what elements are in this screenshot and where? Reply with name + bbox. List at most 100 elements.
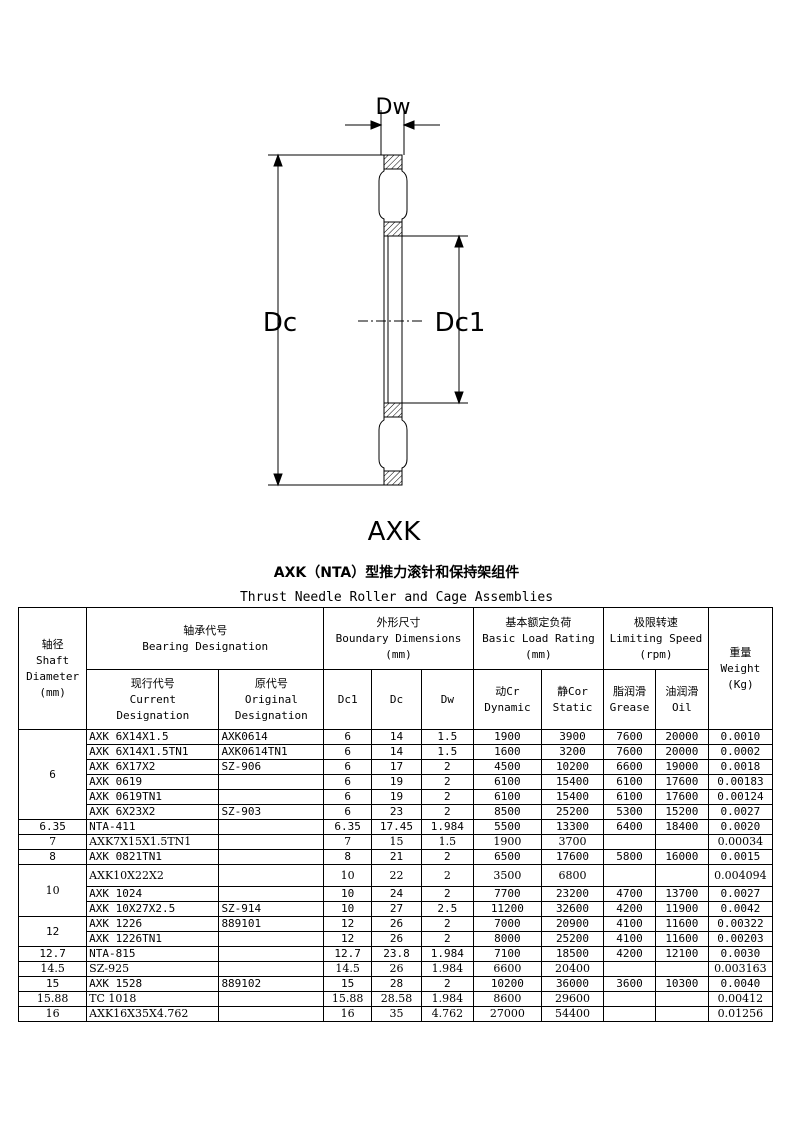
current-designation-cell: AXK 6X14X1.5 <box>86 729 220 745</box>
weight-cell: 0.0027 <box>707 886 774 902</box>
dc-cell: 23 <box>371 804 422 820</box>
dc-cell: 22 <box>371 864 422 887</box>
dw-cell: 1.984 <box>420 991 474 1007</box>
grease-speed-cell: 4200 <box>603 946 656 962</box>
weight-cell: 0.0015 <box>707 849 774 865</box>
oil-speed-cell <box>654 961 709 977</box>
static-load-cell: 32600 <box>540 901 605 917</box>
dc1-cell: 6 <box>323 744 373 760</box>
dc1-cell: 12 <box>323 916 373 932</box>
current-designation-cell: AXK 10X27X2.5 <box>86 901 220 917</box>
dw-cell: 1.5 <box>420 744 474 760</box>
dim-dc1-label: Dc1 <box>435 308 486 338</box>
dynamic-load-cell: 5500 <box>472 819 542 835</box>
shaft-diameter-cell: 14.5 <box>17 961 88 977</box>
current-designation-cell: AXK 1226TN1 <box>86 931 220 947</box>
dynamic-load-cell: 6600 <box>472 961 542 977</box>
current-designation-cell: AXK 6X23X2 <box>86 804 220 820</box>
weight-cell: 0.0040 <box>707 976 774 992</box>
shaft-diameter-cell: 6.35 <box>17 819 88 835</box>
dc-cell: 14 <box>371 744 422 760</box>
header-dc: Dc <box>371 669 422 730</box>
weight-cell: 0.00322 <box>707 916 774 932</box>
static-load-cell: 29600 <box>540 991 605 1007</box>
static-load-cell: 20400 <box>540 961 605 977</box>
dynamic-load-cell: 10200 <box>472 976 542 992</box>
dw-cell: 4.762 <box>420 1006 474 1022</box>
dc-cell: 23.8 <box>371 946 422 962</box>
current-designation-cell: NTA-411 <box>86 819 220 835</box>
grease-speed-cell: 7600 <box>603 729 656 745</box>
weight-cell: 0.003163 <box>707 961 774 977</box>
dw-cell: 1.5 <box>420 729 474 745</box>
static-load-cell: 6800 <box>540 864 605 887</box>
current-designation-cell: AXK 1226 <box>86 916 220 932</box>
static-load-cell: 3700 <box>540 834 605 850</box>
dynamic-load-cell: 1900 <box>472 729 542 745</box>
dc1-cell: 6 <box>323 729 373 745</box>
weight-cell: 0.0018 <box>707 759 774 775</box>
original-designation-cell <box>218 774 325 790</box>
static-load-cell: 20900 <box>540 916 605 932</box>
current-designation-cell: AXK 6X14X1.5TN1 <box>86 744 220 760</box>
dynamic-load-cell: 7000 <box>472 916 542 932</box>
oil-speed-cell: 11900 <box>654 901 709 917</box>
dynamic-load-cell: 3500 <box>472 864 542 887</box>
grease-speed-cell: 6600 <box>603 759 656 775</box>
weight-cell: 0.0010 <box>707 729 774 745</box>
dim-dw-label: Dw <box>376 95 411 120</box>
dw-cell: 2 <box>420 931 474 947</box>
current-designation-cell: SZ-925 <box>86 961 220 977</box>
static-load-cell: 25200 <box>540 804 605 820</box>
weight-cell: 0.00203 <box>707 931 774 947</box>
original-designation-cell <box>218 849 325 865</box>
oil-speed-cell: 13700 <box>654 886 709 902</box>
dc1-cell: 6 <box>323 804 373 820</box>
original-designation-cell <box>218 946 325 962</box>
original-designation-cell: SZ-906 <box>218 759 325 775</box>
current-designation-cell: TC 1018 <box>86 991 220 1007</box>
dynamic-load-cell: 1600 <box>472 744 542 760</box>
dw-cell: 2 <box>420 774 474 790</box>
static-load-cell: 15400 <box>540 789 605 805</box>
dc1-cell: 10 <box>323 886 373 902</box>
dc-cell: 19 <box>371 789 422 805</box>
weight-cell: 0.0030 <box>707 946 774 962</box>
header-dw: Dw <box>420 669 474 730</box>
current-designation-cell: AXK 6X17X2 <box>86 759 220 775</box>
shaft-diameter-cell: 6 <box>17 729 88 820</box>
grease-speed-cell: 3600 <box>603 976 656 992</box>
oil-speed-cell: 11600 <box>654 931 709 947</box>
grease-speed-cell: 4700 <box>603 886 656 902</box>
original-designation-cell <box>218 789 325 805</box>
static-load-cell: 18500 <box>540 946 605 962</box>
weight-cell: 0.0002 <box>707 744 774 760</box>
grease-speed-cell <box>603 1006 656 1022</box>
dynamic-load-cell: 4500 <box>472 759 542 775</box>
dc-cell: 24 <box>371 886 422 902</box>
static-load-cell: 15400 <box>540 774 605 790</box>
oil-speed-cell: 17600 <box>654 789 709 805</box>
dc1-cell: 10 <box>323 864 373 887</box>
static-load-cell: 17600 <box>540 849 605 865</box>
oil-speed-cell: 16000 <box>654 849 709 865</box>
dw-cell: 1.984 <box>420 819 474 835</box>
table-title-chinese: AXK（NTA）型推力滚针和保持架组件 <box>273 565 520 581</box>
dynamic-load-cell: 8600 <box>472 991 542 1007</box>
dc1-cell: 15 <box>323 976 373 992</box>
